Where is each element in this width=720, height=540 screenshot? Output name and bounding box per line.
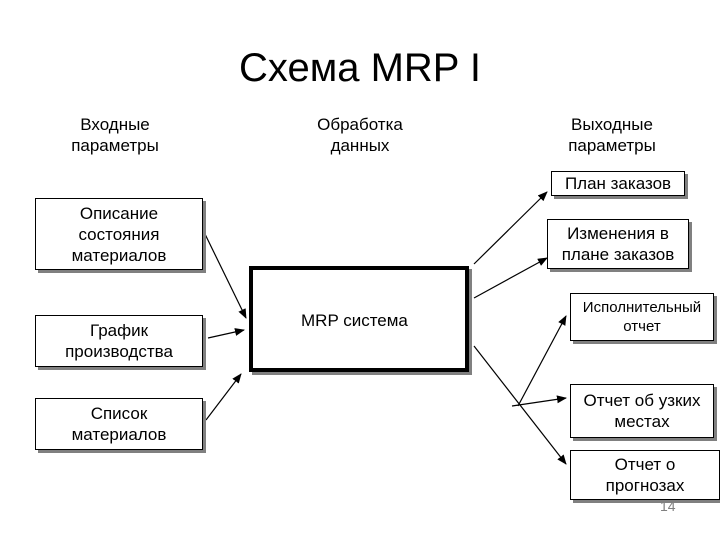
page-number: 14 [660,498,676,514]
input-box-production-schedule-line2: производства [65,342,173,361]
output-box-forecast-report-line2: прогнозах [605,476,685,495]
output-box-forecast-report-line1: Отчет о [614,455,676,474]
input-box-material-status-line3: материалов [71,245,167,265]
arrow-input-1 [203,231,247,319]
output-box-plan-changes-line2: плане заказов [561,245,675,264]
arrow-output-4 [511,395,567,407]
input-box-material-list: Список материалов [35,398,203,450]
output-box-bottleneck-report-line1: Отчет об узких [583,391,701,410]
column-header-output: Выходные параметры [537,114,687,156]
output-box-plan-changes: Изменения в плане заказов [547,219,689,269]
output-box-bottleneck-report-line2: местах [614,412,670,431]
input-box-production-schedule: График производства [35,315,203,367]
arrow-input-3 [205,373,242,421]
output-box-order-plan-line1: План заказов [564,174,672,193]
column-header-processing-line2: данных [330,136,390,155]
column-header-input-line2: параметры [71,136,159,155]
arrow-output-5 [473,345,567,465]
column-header-input: Входные параметры [40,114,190,156]
input-box-material-list-line1: Список [90,404,148,423]
output-box-execution-report-line2: отчет [623,318,661,335]
input-box-material-status: Описание состояния материалов [35,198,203,270]
arrow-output-1 [473,191,548,265]
input-box-material-status-line2: состояния [78,224,160,244]
mrp-system-label: MRP система [301,311,408,330]
output-box-forecast-report: Отчет о прогнозах [570,450,720,500]
output-box-execution-report-line1: Исполнительный [582,299,702,316]
diagram-title: Схема MRP I [239,46,481,90]
output-box-order-plan: План заказов [551,171,685,196]
column-header-output-line2: параметры [568,136,656,155]
output-box-execution-report: Исполнительный отчет [570,293,714,341]
output-box-plan-changes-line1: Изменения в [567,224,669,243]
output-box-bottleneck-report: Отчет об узких местах [570,384,714,438]
arrow-output-2 [473,257,548,299]
arrow-output-3 [517,315,567,407]
input-box-production-schedule-line1: График [89,321,149,340]
mrp-system-box: MRP система [249,266,469,372]
arrow-input-2 [207,328,245,339]
column-header-output-line1: Выходные [571,115,653,134]
column-header-input-line1: Входные [80,115,150,134]
input-box-material-status-line1: Описание [79,203,159,223]
column-header-processing-line1: Обработка [317,115,403,134]
column-header-processing: Обработка данных [285,114,435,156]
input-box-material-list-line2: материалов [71,425,167,444]
